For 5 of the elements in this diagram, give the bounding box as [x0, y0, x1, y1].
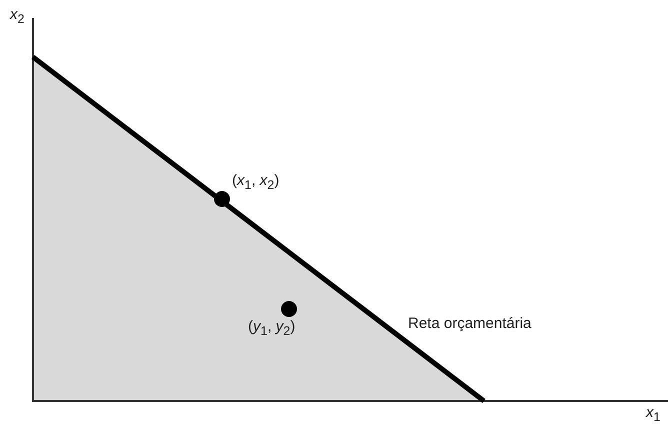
point-label: (y$_{1}$, y$_{2}$)	[248, 318, 296, 340]
axis-label: x$_{2}$	[10, 6, 24, 28]
line-label: Reta orçamentária	[408, 315, 532, 333]
axis-label: x$_{1}$	[646, 404, 660, 426]
point-label: (x$_{1}$, x$_{2}$)	[232, 172, 280, 194]
